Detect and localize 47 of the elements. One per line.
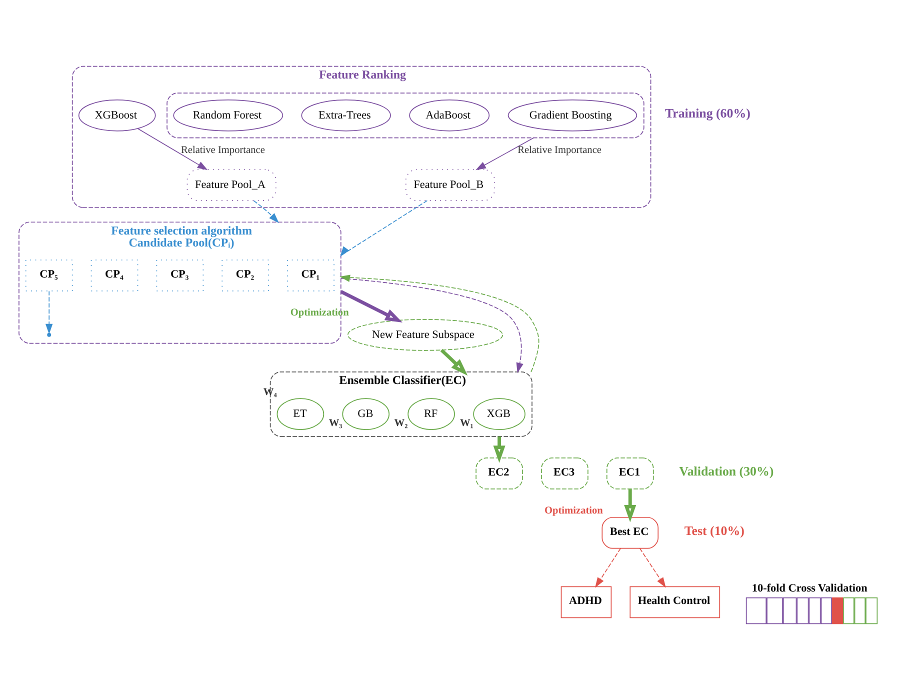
- arrow: [440, 348, 468, 376]
- node-ellipse: Random Forest: [173, 98, 284, 131]
- node-box: CP₃: [156, 259, 204, 291]
- node-ellipse: GB: [342, 398, 390, 430]
- arrow: [624, 488, 636, 522]
- edge-label: Relative Importance: [518, 144, 602, 156]
- node-box: CP₅: [25, 259, 73, 291]
- node-label: Optimization: [544, 505, 603, 516]
- node-ellipse: Gradient Boosting: [508, 98, 638, 131]
- label: 10-fold Cross Validation: [752, 582, 868, 594]
- arrow: [639, 547, 666, 588]
- node-box: EC1: [606, 457, 654, 489]
- node-ellipse: XGBoost: [78, 98, 156, 131]
- cluster: [166, 92, 644, 138]
- node-ellipse: New Feature Subspace: [347, 318, 504, 350]
- node-box: CP₁: [287, 259, 334, 291]
- arrow: [137, 128, 208, 170]
- node-ellipse: RF: [408, 398, 455, 430]
- arrow: [45, 290, 53, 334]
- arrow: [595, 547, 622, 588]
- node-ellipse: ET: [276, 398, 324, 430]
- node-box: CP₄: [90, 259, 138, 291]
- arrow: [340, 200, 428, 256]
- label: Training (60%): [664, 105, 750, 120]
- node-box: CP₂: [222, 259, 270, 291]
- node-label: W₂: [394, 417, 408, 428]
- arrow: [493, 436, 506, 462]
- node-ellipse: XGB: [473, 398, 526, 430]
- node-box: Feature Pool_B: [405, 168, 495, 201]
- node-label: W₄: [263, 386, 277, 398]
- node-box: EC3: [541, 457, 588, 489]
- node-box: ADHD: [560, 586, 612, 618]
- node-label: Optimization: [290, 307, 349, 318]
- edge-label: Relative Importance: [181, 144, 265, 156]
- node-box: Best EC: [602, 516, 659, 548]
- node-label: W₃: [328, 417, 342, 428]
- arrow: [476, 136, 534, 170]
- node-label: W₁: [460, 417, 474, 428]
- label: Test (10%): [684, 522, 744, 538]
- node-box: EC2: [476, 457, 523, 489]
- node-ellipse: AdaBoost: [409, 98, 490, 131]
- node-ellipse: Extra-Trees: [301, 98, 391, 131]
- arrow: [253, 200, 279, 223]
- node-box: Health Control: [630, 586, 720, 618]
- node-box: Feature Pool_A: [186, 168, 276, 201]
- arrow: [340, 290, 402, 322]
- label: Validation (30%): [679, 463, 774, 478]
